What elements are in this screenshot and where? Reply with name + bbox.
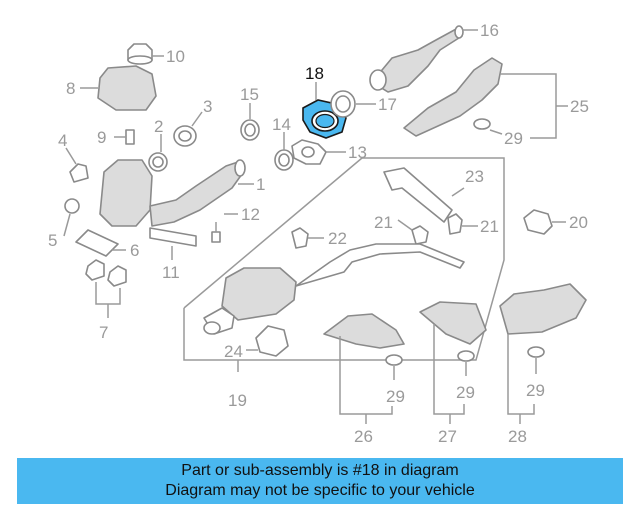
part-12-bolt[interactable]: [211, 222, 221, 243]
callout-9: 9: [97, 128, 106, 147]
callout-26: 26: [354, 427, 373, 446]
callout-22: 22: [328, 229, 347, 248]
part-1-front-pipe[interactable]: [99, 159, 246, 227]
part-17-gasket[interactable]: [330, 90, 356, 118]
part-3-gasket[interactable]: [173, 125, 197, 147]
part-22-hanger[interactable]: [291, 227, 309, 249]
leader-23: [451, 187, 465, 197]
callout-1: 1: [256, 175, 265, 194]
callout-10: 10: [166, 47, 185, 66]
part-15-gasket[interactable]: [240, 119, 260, 141]
part-29-grommet-top[interactable]: [473, 118, 491, 130]
part-24-bracket[interactable]: [255, 325, 289, 357]
part-29-grommet-28[interactable]: [527, 346, 545, 358]
callout-8: 8: [66, 79, 75, 98]
assembly-19-frame-diag: [183, 157, 363, 309]
info-banner: Part or sub-assembly is #18 in diagram D…: [17, 458, 623, 504]
part-13-clamp[interactable]: [291, 139, 327, 165]
leader-4: [65, 147, 77, 165]
callout-29-d: 29: [526, 381, 545, 400]
leader-3: [191, 111, 203, 127]
leader-29a: [489, 129, 503, 135]
part-28-heat-shield[interactable]: [499, 283, 587, 335]
part-2-gasket[interactable]: [148, 152, 168, 172]
callout-3: 3: [203, 97, 212, 116]
part-21-hanger-left[interactable]: [411, 225, 429, 245]
callout-17: 17: [378, 95, 397, 114]
callout-14: 14: [272, 115, 291, 134]
part-16-converter[interactable]: [369, 25, 464, 93]
part-29-grommet-27[interactable]: [457, 350, 475, 362]
part-8-cover[interactable]: [97, 65, 157, 111]
part-11-bracket[interactable]: [149, 227, 197, 247]
part-29-grommet-26[interactable]: [385, 354, 403, 366]
part-5-grommet[interactable]: [64, 198, 80, 214]
part-26-heat-shield[interactable]: [323, 313, 405, 349]
assembly-19-frame: [183, 157, 505, 361]
leader-27: [433, 324, 465, 415]
callout-6: 6: [130, 241, 139, 260]
callout-27: 27: [438, 427, 457, 446]
callout-16: 16: [480, 21, 499, 40]
part-7-nuts[interactable]: [85, 259, 127, 287]
banner-line-2: Diagram may not be specific to your vehi…: [165, 482, 475, 499]
callout-29-b: 29: [386, 387, 405, 406]
callout-4: 4: [58, 131, 67, 150]
callout-5: 5: [48, 231, 57, 250]
leader-5: [63, 213, 71, 237]
callout-21-right: 21: [480, 217, 499, 236]
callout-19: 19: [228, 391, 247, 410]
callout-28: 28: [508, 427, 527, 446]
leader-21a: [397, 219, 413, 231]
part-14-gasket[interactable]: [274, 149, 294, 171]
callout-23: 23: [465, 167, 484, 186]
callout-18: 18: [305, 64, 324, 83]
callout-15: 15: [240, 85, 259, 104]
part-9-stud[interactable]: [125, 129, 135, 145]
callout-29-c: 29: [456, 383, 475, 402]
part-4-plug[interactable]: [69, 163, 89, 183]
callout-29-top: 29: [504, 129, 523, 148]
part-27-heat-shield[interactable]: [419, 301, 487, 345]
part-21-hanger-right[interactable]: [447, 213, 463, 235]
callout-12: 12: [241, 205, 260, 224]
part-6-plate[interactable]: [75, 229, 119, 257]
banner-line-1: Part or sub-assembly is #18 in diagram: [181, 462, 459, 479]
callout-21-left: 21: [374, 213, 393, 232]
callout-7: 7: [99, 323, 108, 342]
part-19-muffler[interactable]: [203, 243, 465, 335]
callout-24: 24: [224, 342, 243, 361]
callout-2: 2: [154, 117, 163, 136]
callout-20: 20: [569, 213, 588, 232]
callout-25: 25: [570, 97, 589, 116]
callout-11: 11: [162, 263, 180, 282]
part-23-bracket[interactable]: [383, 167, 453, 223]
leader-28: [507, 334, 535, 415]
part-20-sensor[interactable]: [523, 209, 553, 235]
part-10-nut[interactable]: [127, 43, 153, 65]
callout-13: 13: [348, 143, 367, 162]
